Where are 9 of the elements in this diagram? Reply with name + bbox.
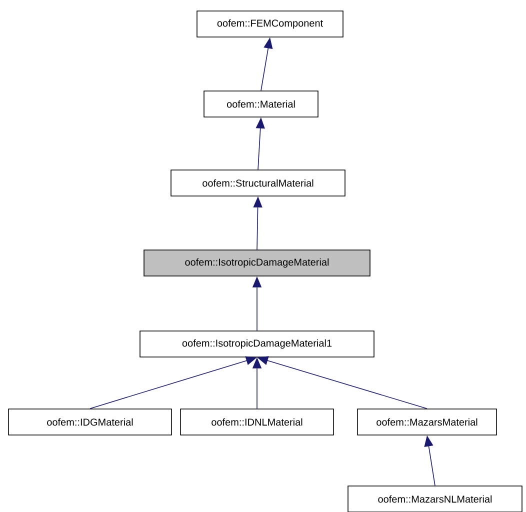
class-box: oofem::IDGMaterial — [8, 408, 172, 436]
class-box: oofem::IsotropicDamageMaterial1 — [140, 330, 374, 358]
class-box: oofem::MazarsMaterial — [357, 408, 497, 436]
class-box: oofem::IDNLMaterial — [180, 408, 334, 436]
class-box: oofem::MazarsNLMaterial — [348, 486, 522, 512]
class-box: oofem::IsotropicDamageMaterial — [144, 250, 370, 276]
class-box: oofem::StructuralMaterial — [170, 170, 346, 196]
class-box: oofem::Material — [204, 90, 318, 118]
class-box: oofem::FEMComponent — [196, 10, 344, 38]
